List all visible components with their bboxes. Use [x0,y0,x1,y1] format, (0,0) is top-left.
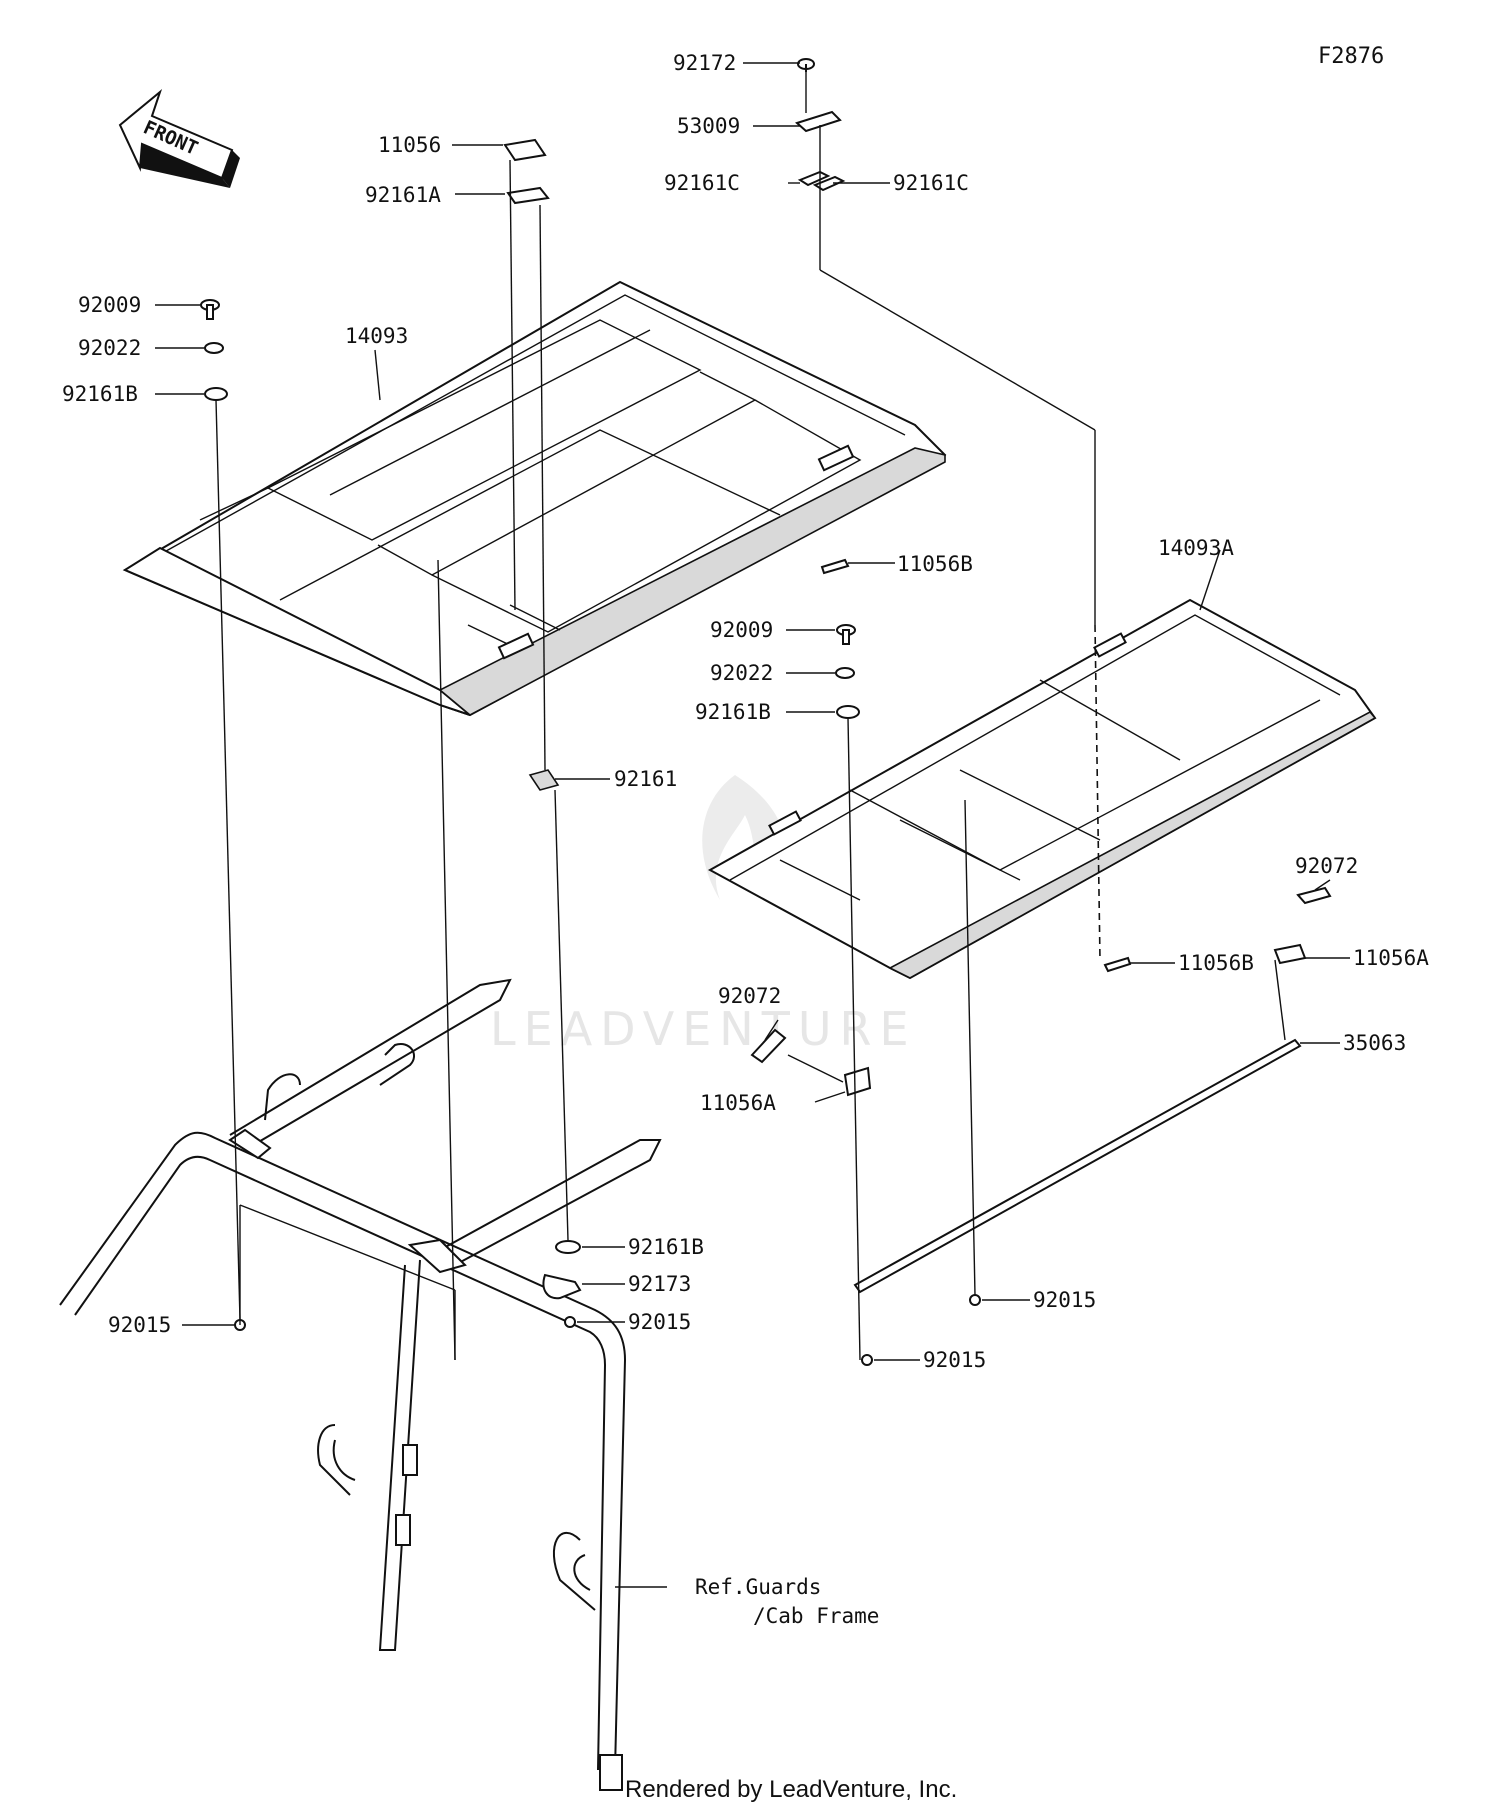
callout-labels: 92172 53009 92161C 92161C 11056 92161A 9… [62,51,1429,1628]
callout-92072-left: 92072 [718,984,781,1008]
callout-92161c-right: 92161C [893,171,969,195]
figure-id: F2876 [1318,44,1384,69]
callout-11056a-left: 11056A [700,1091,776,1115]
callout-11056b-right: 11056B [1178,951,1254,975]
callout-11056a-right: 11056A [1353,946,1429,970]
callout-92173: 92173 [628,1272,691,1296]
callout-92022-mid: 92022 [710,661,773,685]
callout-92161b-left: 92161B [62,382,138,406]
front-arrow-icon: FRONT [118,89,240,188]
callout-92172: 92172 [673,51,736,75]
callout-92009-left: 92009 [78,293,141,317]
callout-92015-left: 92015 [108,1313,171,1337]
reference-note-line2: /Cab Frame [753,1604,879,1628]
cab-frame-reference [59,978,662,1791]
callout-11056: 11056 [378,133,441,157]
footer-credit: Rendered by LeadVenture, Inc. [625,1776,957,1803]
callout-92161b-bottom: 92161B [628,1235,704,1259]
callout-92015-mid: 92015 [628,1310,691,1334]
callout-92161c-left: 92161C [664,171,740,195]
callout-92009-mid: 92009 [710,618,773,642]
callout-92161a: 92161A [365,183,441,207]
rear-roof-panel [707,598,1377,980]
callout-92072-right: 92072 [1295,854,1358,878]
callout-35063: 35063 [1343,1031,1406,1055]
callout-14093: 14093 [345,324,408,348]
callout-92022-left: 92022 [78,336,141,360]
hardware-parts [200,58,1332,1366]
watermark-text: LEADVENTURE [490,1002,917,1056]
callout-53009: 53009 [677,114,740,138]
callout-92015-right2: 92015 [923,1348,986,1372]
leader-lines [155,62,1350,1588]
callout-11056b-top: 11056B [897,552,973,576]
callout-14093a: 14093A [1158,536,1234,560]
callout-92161b-mid: 92161B [695,700,771,724]
reference-note-line1: Ref.Guards [695,1575,821,1599]
callout-92015-right1: 92015 [1033,1288,1096,1312]
callout-92161: 92161 [614,767,677,791]
front-roof-panel [122,280,947,717]
